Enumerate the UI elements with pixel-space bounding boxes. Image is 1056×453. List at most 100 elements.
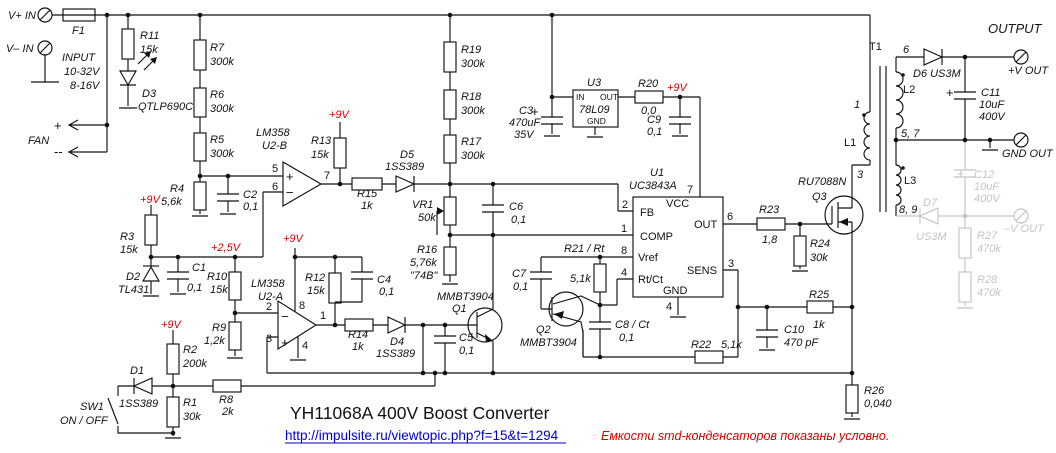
label-fan-minus: -- <box>54 144 63 159</box>
label-d1-part: 1SS389 <box>119 398 158 410</box>
label-c7-val: 0,1 <box>513 281 528 293</box>
transistor-q2 <box>548 291 601 357</box>
label-9v-main: +9V <box>667 82 689 94</box>
ic-u3 <box>572 89 619 128</box>
label-c1: C1 <box>192 262 206 274</box>
terminal-v-out-minus[interactable] <box>1013 208 1029 224</box>
label-c6-val: 0,1 <box>511 214 526 226</box>
label-d7: D7 <box>923 197 938 209</box>
resistor-r21 <box>593 263 607 293</box>
label-fan: FAN <box>28 135 49 147</box>
c12-plus-sign: + <box>957 166 965 181</box>
transformer-t1 <box>862 71 905 206</box>
u1-num-8: 8 <box>621 245 627 257</box>
label-lm358-u2a: LM358 <box>251 278 286 290</box>
label-r15-val: 1k <box>361 200 373 212</box>
label-9v-r2: +9V <box>161 319 183 331</box>
u3-pin-in: IN <box>576 92 585 102</box>
winding-l3 <box>895 164 902 206</box>
label-r26-val: 0,040 <box>864 398 892 410</box>
pin-u2b-7: 7 <box>324 170 330 182</box>
pin-u2a-2: 2 <box>266 301 272 313</box>
label-r17-val: 300k <box>461 150 485 162</box>
label-r23: R23 <box>759 204 780 216</box>
label-input-range1: 10-32V <box>64 66 101 78</box>
label-r25-val: 1k <box>813 319 825 331</box>
wires-power-u3 <box>544 15 701 197</box>
u1-num-4: 4 <box>621 267 627 279</box>
resistor-r22 <box>694 350 724 364</box>
label-l3: L3 <box>904 175 916 187</box>
label-r1-val: 30k <box>183 411 201 423</box>
u3-pin-gnd: GND <box>587 116 606 126</box>
label-q3-part: RU7088N <box>798 176 846 188</box>
resistor-r13 <box>333 137 347 169</box>
capacitor-c2 <box>217 193 239 202</box>
label-9v-r3: +9V <box>140 194 162 206</box>
u1-num-7: 7 <box>687 184 693 196</box>
label-d4-part: 1SS389 <box>376 348 415 360</box>
resistor-r5 <box>193 132 207 162</box>
label-c12-val: 10uF <box>974 181 1000 193</box>
u1-pin-gnd: GND <box>663 285 688 297</box>
label-r20: R20 <box>638 78 659 90</box>
resistor-r2 <box>166 343 180 375</box>
resistor-r14 <box>344 318 374 332</box>
diode-d1 <box>132 377 153 395</box>
label-r27-val: 470k <box>977 243 1001 255</box>
resistor-r4 <box>193 181 207 211</box>
resistor-r11 <box>121 28 135 60</box>
label-r12-val: 15k <box>307 285 325 297</box>
label-r8-val: 2k <box>221 406 234 418</box>
label-lm358-u2b: LM358 <box>256 127 291 139</box>
capacitor-c3 <box>541 116 563 125</box>
label-output: OUTPUT <box>988 21 1043 36</box>
label-r27: R27 <box>977 230 998 242</box>
resistor-r20 <box>634 90 664 104</box>
u2b-minus-sign: − <box>286 185 294 200</box>
wires-feedback-divider <box>422 15 633 373</box>
terminal-v-plus-in[interactable] <box>37 7 53 23</box>
ghost-resistors <box>958 227 972 303</box>
wires-left-analog <box>107 15 852 439</box>
label-r21: R21 / Rt <box>564 243 605 255</box>
capacitor-c1 <box>167 271 189 280</box>
u1-pin-out: OUT <box>694 219 718 231</box>
label-input-range2: 8-16V <box>70 80 101 92</box>
label-r7: R7 <box>210 42 225 54</box>
label-r23-val: 1,8 <box>762 234 778 246</box>
terminal-v-out-plus[interactable] <box>1013 49 1029 65</box>
label-r11: R11 <box>140 30 159 42</box>
wires-ghost-negative-output <box>896 140 1014 309</box>
diode-d2 <box>142 265 160 282</box>
capacitor-c12 <box>954 169 976 178</box>
opamp-u2a <box>277 299 318 351</box>
label-r11-val: 15k <box>140 44 158 56</box>
opamp-u2b <box>282 161 323 207</box>
label-f1: F1 <box>72 25 85 37</box>
t1-pin-89: 8, 9 <box>899 204 917 216</box>
label-r28-val: 470k <box>977 287 1001 299</box>
fuse-f1 <box>62 8 96 22</box>
t1-pin-1: 1 <box>854 99 860 111</box>
terminal-gnd-out[interactable] <box>1013 132 1029 148</box>
label-r13: R13 <box>311 135 332 147</box>
diodes <box>119 48 944 395</box>
u1-num-gnd: 4 <box>666 301 672 313</box>
led-d3 <box>119 51 157 87</box>
forum-link[interactable]: http://impulsite.ru/viewtopic.php?f=15&t… <box>285 428 559 443</box>
u1-num-6: 6 <box>727 211 733 223</box>
winding-l1 <box>863 111 871 161</box>
label-r9: R9 <box>212 322 226 334</box>
junction-dots <box>104 12 993 436</box>
resistor-r12 <box>328 272 342 304</box>
label-c4-val: 0,1 <box>379 286 394 298</box>
label-u2b: U2-B <box>262 140 287 152</box>
label-v-out-plus: +V OUT <box>1008 65 1049 77</box>
u2a-plus-sign: + <box>281 335 289 350</box>
resistor-r19 <box>443 41 457 73</box>
label-u2a: U2-A <box>258 291 283 303</box>
label-r18-val: 300k <box>461 105 485 117</box>
capacitor-c5 <box>434 335 456 344</box>
terminal-v-minus-in[interactable] <box>37 40 53 56</box>
